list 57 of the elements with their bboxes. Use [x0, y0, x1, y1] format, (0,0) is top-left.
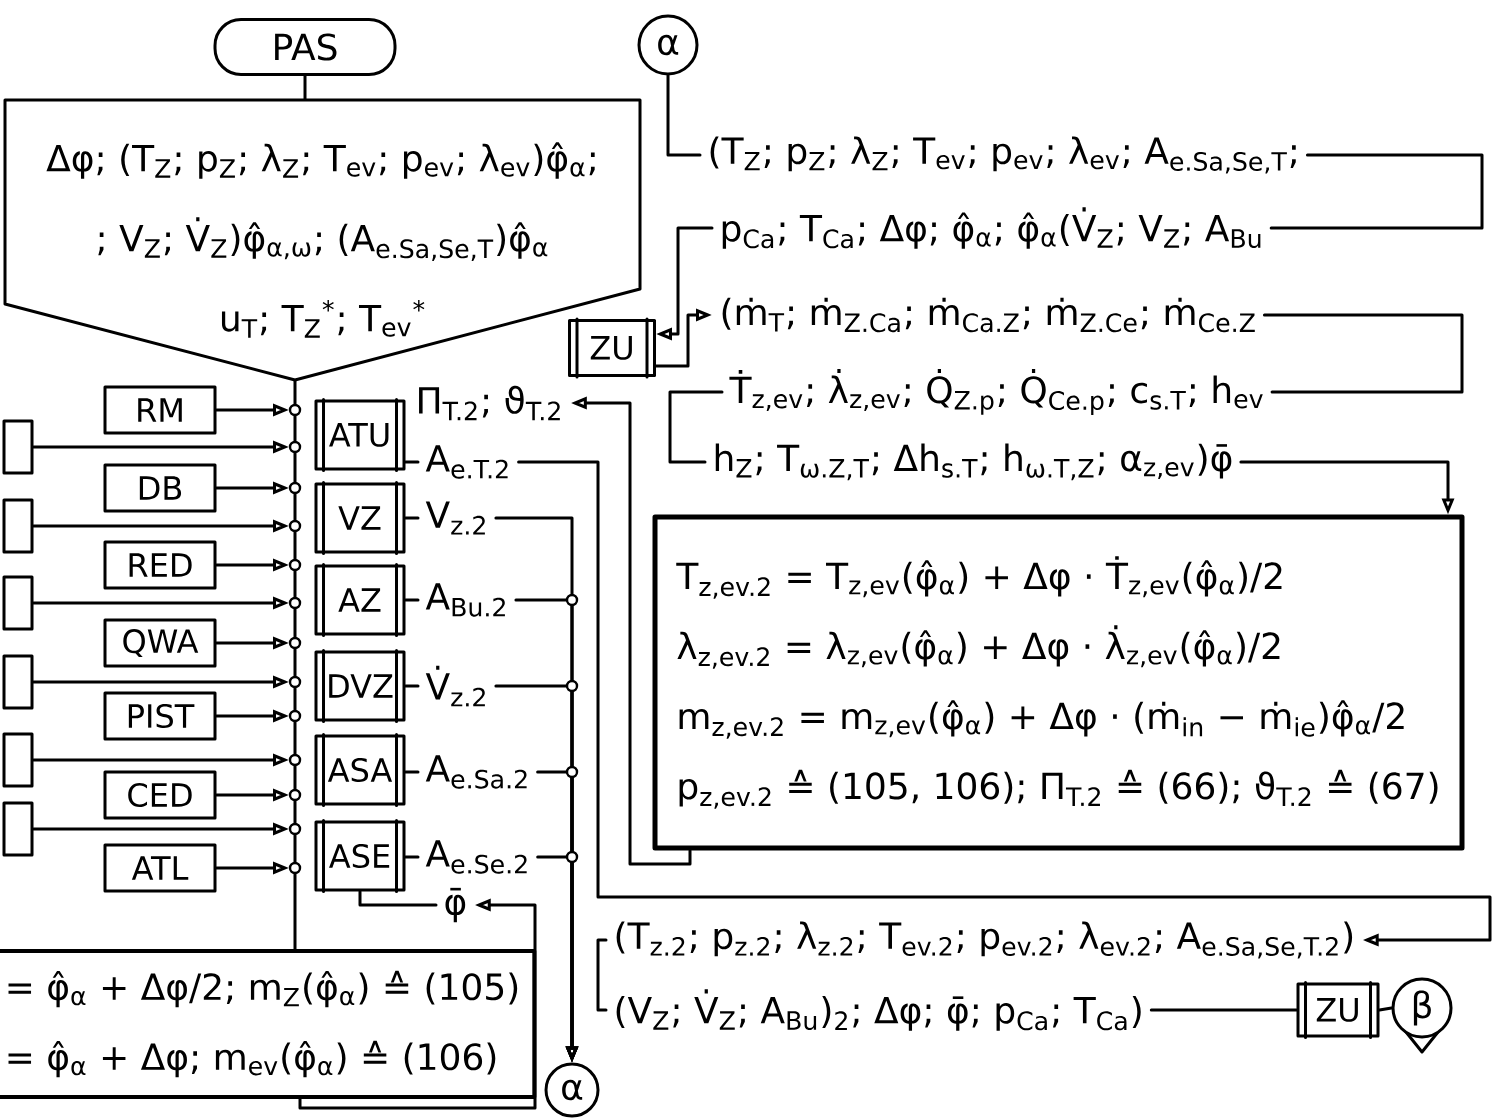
- process-box: [2, 498, 34, 554]
- subroutine-box: AZ: [314, 563, 406, 637]
- connector-line: [293, 380, 297, 951]
- arrow: [517, 460, 1492, 947]
- variable-list: (T$_{z.2}$; p$_{z.2}$; λ$_{z.2}$; T$_{ev.2}$; p$_{ev.2}$; λ$_{ev.2}$; A$_{e.Sa,Se,T.2}$): [616, 921, 1353, 959]
- connector-line: [1149, 1008, 1298, 1012]
- connector-line: [303, 74, 307, 100]
- variable-list: A$_{e.Sa.2}$: [425, 755, 527, 789]
- variable-list: Π$_{T.2}$; ϑ$_{T.2}$: [419, 385, 560, 421]
- connector-line: [404, 516, 420, 520]
- terminal-box: PAS: [213, 18, 397, 76]
- variable-list: (T$_{Z}$; p$_{Z}$; λ$_{Z}$; T$_{ev}$; p$_{ev}$; λ$_{ev}$; A$_{e.Sa,Se,T}$;: [710, 136, 1296, 174]
- variable-list: A$_{Bu.2}$: [425, 583, 505, 617]
- process-box: DB: [103, 463, 217, 513]
- connector-line: [596, 938, 608, 1012]
- connector-line: [404, 855, 420, 859]
- connector-line: [666, 74, 702, 157]
- subroutine-box: ZU: [1296, 981, 1380, 1039]
- connector-line: [1262, 313, 1464, 394]
- connector-line: [404, 460, 420, 464]
- process-box: [2, 575, 34, 631]
- variable-list: A$_{e.Se.2}$: [425, 840, 527, 874]
- process-box: CED: [103, 770, 217, 820]
- process-box: QWA: [103, 618, 217, 668]
- process-box: [2, 419, 34, 475]
- connector-line: [358, 890, 438, 907]
- formula-box: = φ̂$_{α}$ + Δφ/2; m$_{Z}$(φ̂$_{α}$) ≙ (105) = φ̂$_{α}$ + Δφ; m$_{ev}$(φ̂$_{α}$) ≙ (106): [0, 949, 537, 1099]
- variable-list: p$_{Ca}$; T$_{Ca}$; Δφ; φ̂$_{α}$; φ̂$_{α}$(V̇$_{Z}$; V$_{Z}$; A$_{Bu}$: [722, 207, 1261, 249]
- variable-list: V$_{z.2}$: [425, 501, 485, 535]
- connector-line: [404, 770, 420, 774]
- subroutine-box: DVZ: [314, 649, 406, 723]
- process-box: [2, 801, 34, 857]
- formula-box: T$_{z,ev.2}$ = T$_{z,ev}$(φ̂$_{α}$) + Δφ · Ṫ$_{z,ev}$(φ̂$_{α}$)/2 λ$_{z,ev.2}$ = λ$_{z,ev}$(φ̂$_{α}$) + Δφ · λ̇$_{z,ev}$(φ̂$_{α}$)/2 m$_{z,ev.2}$ = m$_{z,ev}$(φ̂$_{α}$) + Δφ · (ṁ$_{in}$ − ṁ$_{ie}$)φ̂$_{α}$/2 p$_{z,ev.2}$ ≙ (105, 106); Π$_{T.2}$ ≙ (66); ϑ$_{T.2}$ ≙ (67): [652, 514, 1465, 851]
- process-box: ATL: [103, 843, 217, 893]
- process-box: RED: [103, 540, 217, 590]
- process-box: [2, 654, 34, 710]
- variable-list: h$_{Z}$; T$_{ω.Z,T}$; Δh$_{s.T}$; h$_{ω.T,Z}$; α$_{z,ev}$)φ̄: [715, 443, 1232, 481]
- subroutine-box: ASE: [314, 819, 406, 893]
- subroutine-box: ASA: [314, 733, 406, 807]
- connector-line: [668, 390, 724, 464]
- connector-line: [1269, 153, 1484, 230]
- variable-list: Ṫ$_{z,ev}$; λ̇$_{z,ev}$; Q̇$_{Z.p}$; Q̇$_{Ce.p}$; c$_{s.T}$; h$_{ev}$: [729, 369, 1263, 415]
- variable-list: φ̄: [445, 887, 466, 923]
- process-box: [2, 732, 34, 788]
- subroutine-box: ZU: [568, 317, 656, 379]
- connector-line: [1378, 1006, 1393, 1012]
- variable-list: V̇$_{z.2}$: [425, 665, 485, 707]
- variable-list: A$_{e.T.2}$: [425, 445, 508, 479]
- offpage-connector: β: [1391, 977, 1453, 1054]
- variable-list: (ṁ$_{T}$; ṁ$_{Z.Ca}$; ṁ$_{Ca.Z}$; ṁ$_{Z.Ce}$; ṁ$_{Ce.Z}$: [722, 297, 1255, 333]
- connector-line: [404, 598, 420, 602]
- process-box: PIST: [103, 691, 217, 741]
- connector-line: [404, 684, 420, 688]
- variable-list: (V$_{Z}$; V̇$_{Z}$; A$_{Bu}$)$_{2}$; Δφ; φ̄; p$_{Ca}$; T$_{Ca}$): [616, 989, 1141, 1031]
- process-box: RM: [103, 385, 217, 435]
- subroutine-box: ATU: [314, 398, 406, 472]
- subroutine-box: VZ: [314, 481, 406, 555]
